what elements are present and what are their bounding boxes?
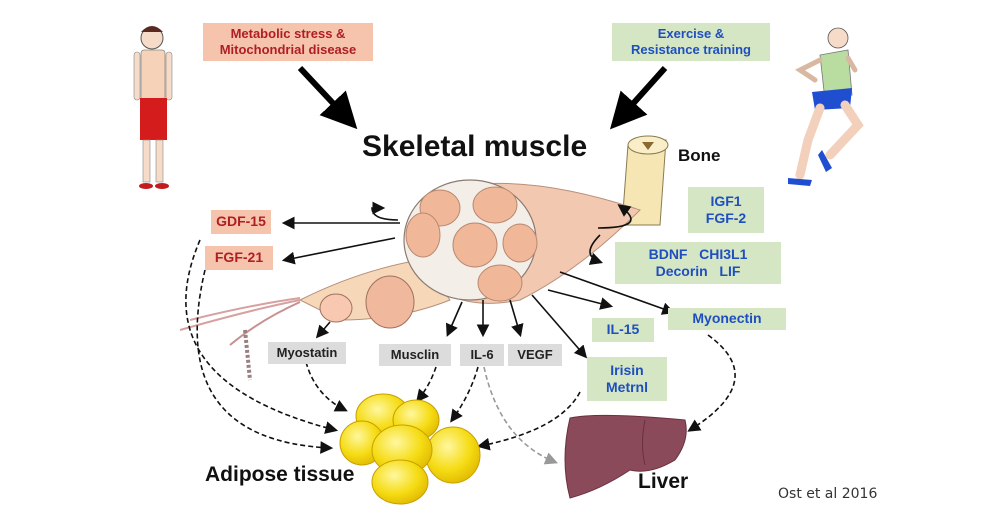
exercise-line2: Resistance training [631, 42, 751, 57]
gdf15-box: GDF-15 [211, 210, 271, 234]
fgf21-box: FGF-21 [205, 246, 273, 270]
adipocytes-icon [339, 393, 481, 505]
irisin-metrnl-box: Irisin Metrnl [587, 357, 667, 401]
liver-icon [564, 414, 687, 499]
exercise-arrow [609, 65, 668, 130]
secretion-arrows [281, 201, 676, 359]
il6-box: IL-6 [460, 344, 504, 366]
bdnf-chi3l1-label: BDNF CHI3L1 [648, 245, 748, 262]
citation: Ost et al 2016 [778, 486, 878, 502]
adipose-label: Adipose tissue [205, 463, 355, 486]
autocrine-myokines-box: BDNF CHI3L1 Decorin LIF [615, 242, 781, 284]
bone-label: Bone [678, 146, 721, 165]
exercise-box: Exercise & Resistance training [612, 23, 770, 61]
irisin-label: Irisin [610, 361, 644, 378]
decorin-lif-label: Decorin LIF [655, 263, 741, 279]
myonectin-box: Myonectin [668, 308, 786, 330]
musclin-box: Musclin [379, 344, 451, 366]
il15-box: IL-15 [592, 318, 654, 342]
runner-icon [788, 27, 864, 186]
endocrine-arrows [185, 239, 736, 454]
stress-arrow [297, 65, 358, 130]
igf1-label: IGF1 [710, 192, 742, 209]
muscle-fiber-bundle-icon [179, 179, 641, 381]
myostatin-box: Myostatin [268, 342, 346, 364]
metabolic-stress-box: Metabolic stress & Mitochondrial disease [203, 23, 373, 61]
igf1-fgf2-box: IGF1 FGF-2 [688, 187, 764, 233]
sedentary-person-icon [133, 26, 173, 189]
page-title: Skeletal muscle [362, 130, 588, 163]
metabolic-stress-line1: Metabolic stress & [230, 25, 346, 41]
exercise-line1: Exercise & [657, 25, 725, 41]
liver-label: Liver [638, 470, 689, 493]
metrnl-label: Metrnl [606, 379, 648, 395]
vegf-box: VEGF [508, 344, 562, 366]
il6-to-liver-arrow [483, 366, 558, 465]
metabolic-stress-line2: Mitochondrial disease [219, 42, 357, 57]
bone-icon [621, 135, 669, 226]
fgf2-label: FGF-2 [705, 210, 747, 226]
